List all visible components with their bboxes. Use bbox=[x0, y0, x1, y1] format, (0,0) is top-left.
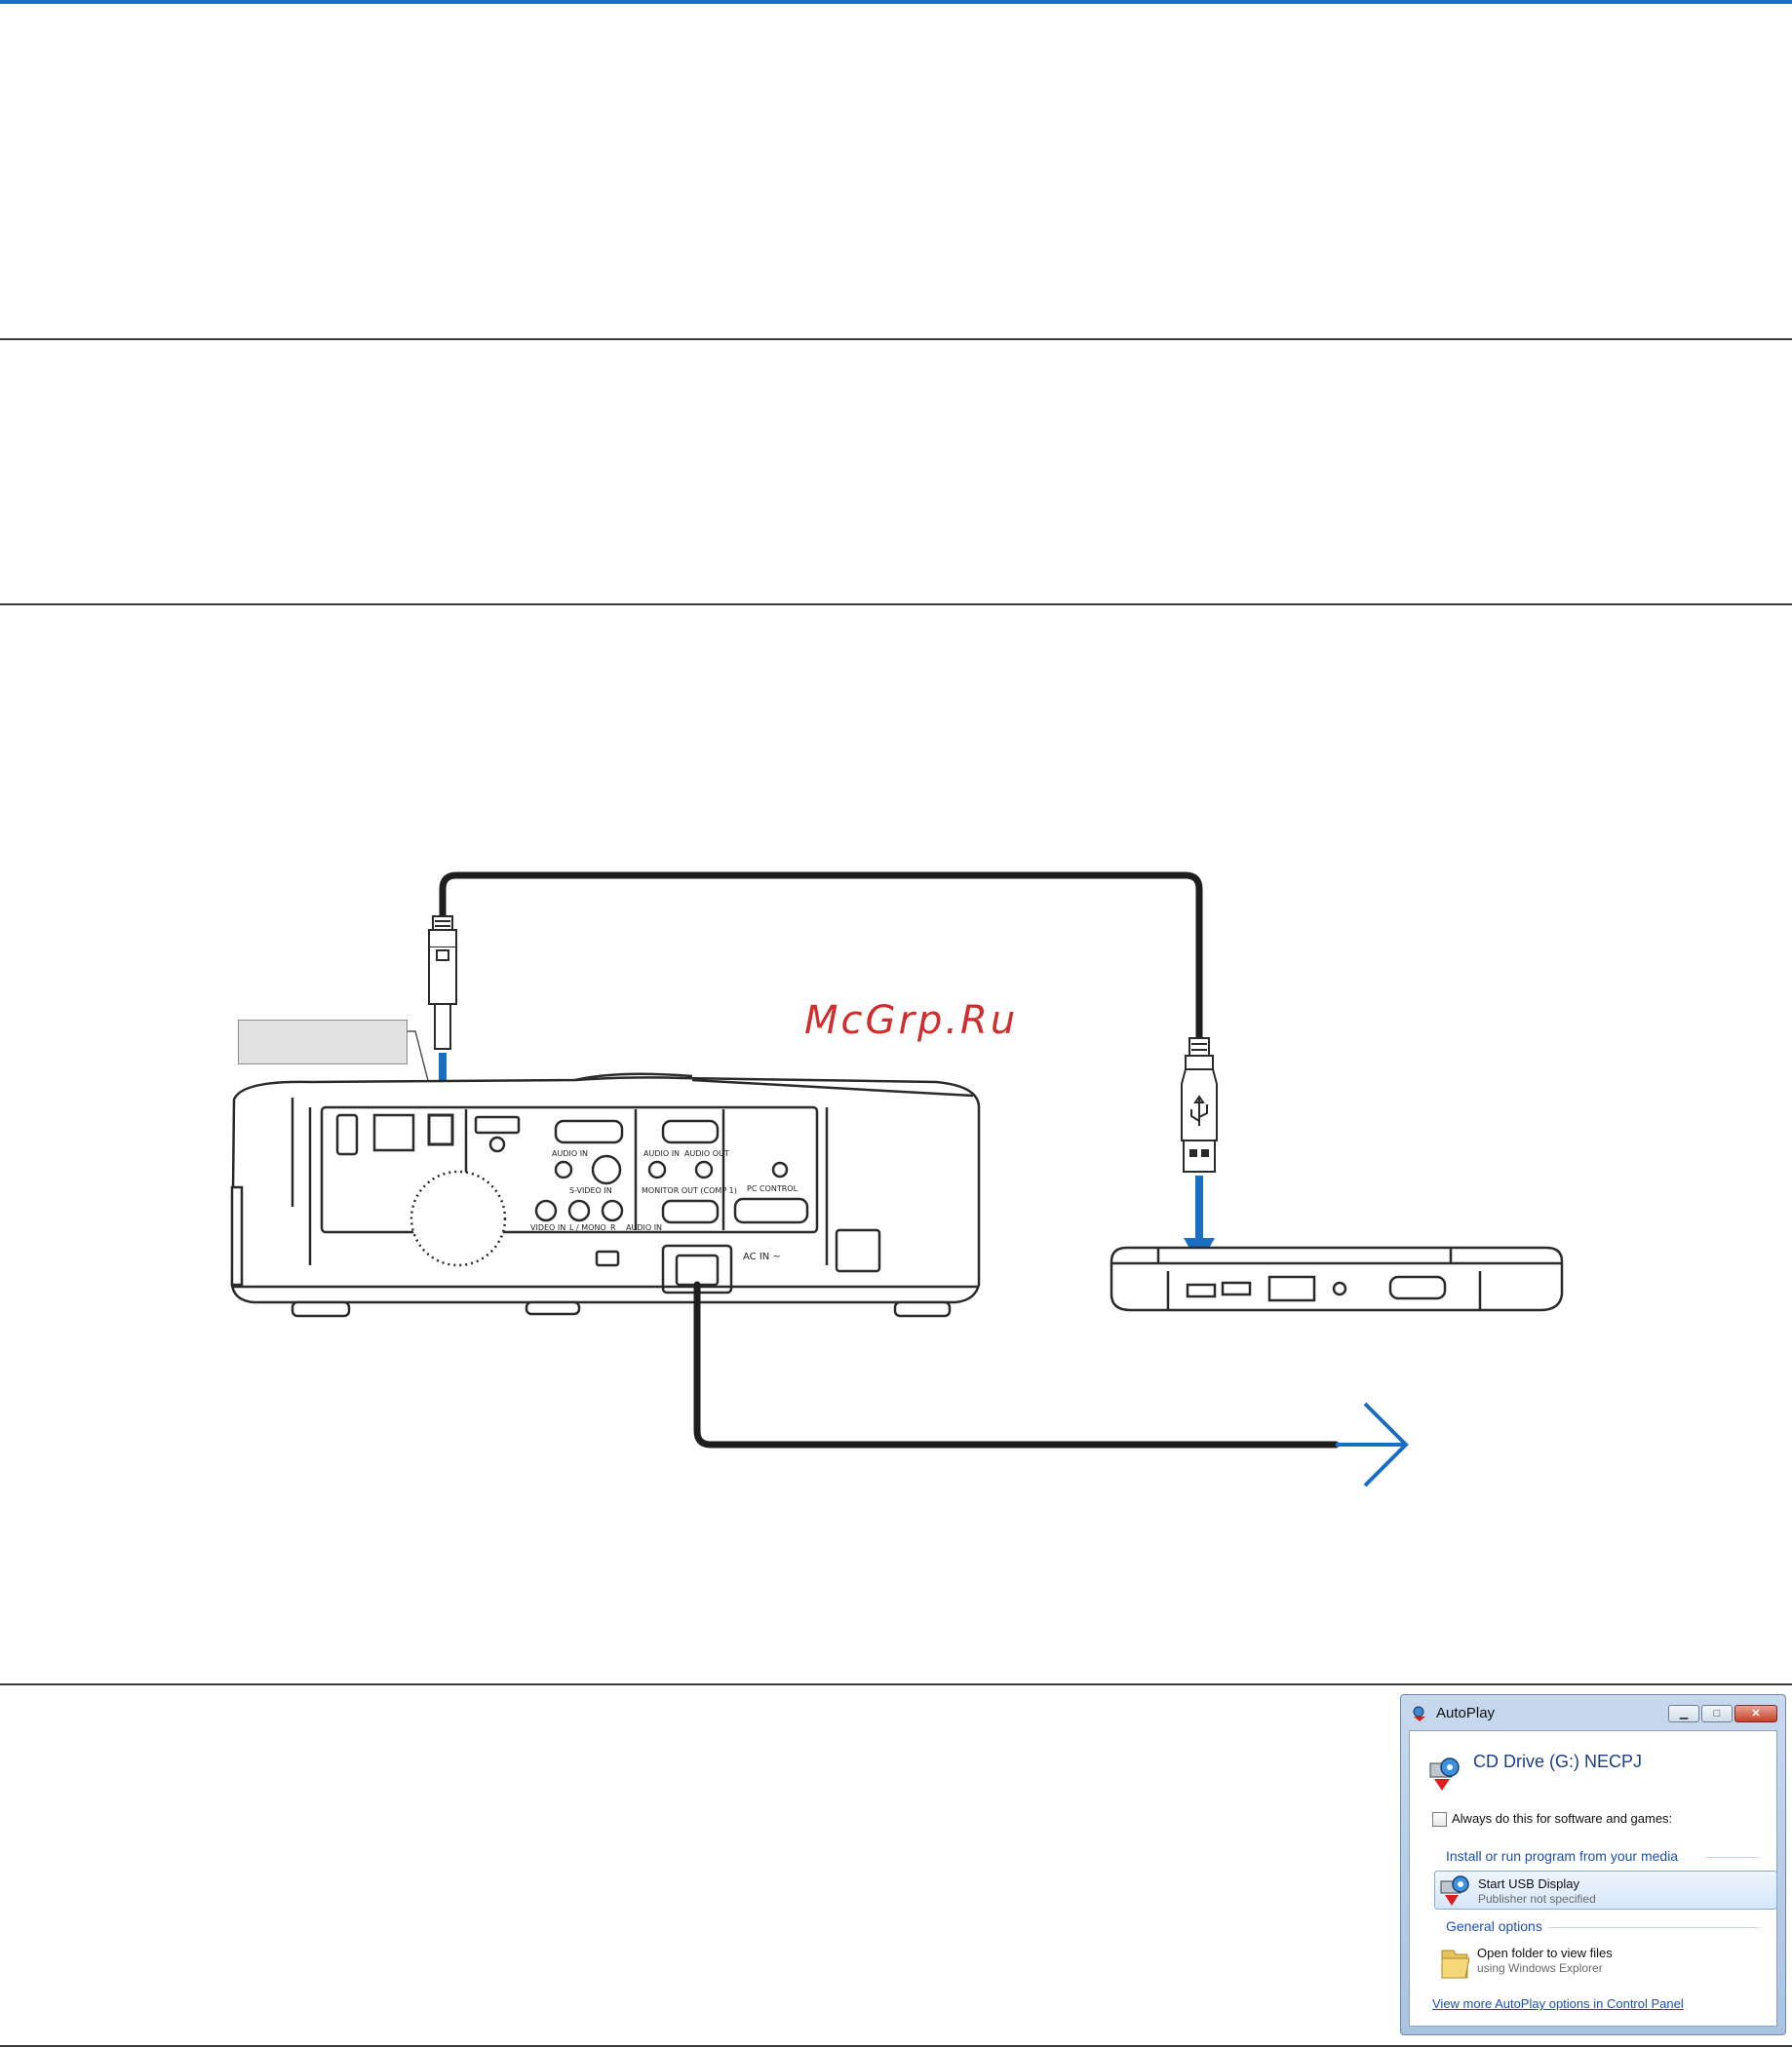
power-cable bbox=[693, 1281, 1340, 1449]
minimize-button[interactable]: ▁ bbox=[1668, 1705, 1699, 1722]
laptop bbox=[1110, 1246, 1564, 1312]
port-label: AUDIO IN bbox=[643, 1149, 680, 1158]
port-label: AUDIO IN bbox=[552, 1149, 588, 1158]
port-label: AUDIO OUT bbox=[684, 1149, 729, 1158]
option-subtitle: using Windows Explorer bbox=[1477, 1961, 1603, 1975]
option-subtitle: Publisher not specified bbox=[1478, 1892, 1596, 1906]
section-divider-4 bbox=[0, 2045, 1792, 2047]
projector bbox=[230, 1072, 981, 1318]
always-do-this-label: Always do this for software and games: bbox=[1452, 1811, 1673, 1826]
always-do-this-checkbox[interactable] bbox=[1432, 1812, 1447, 1827]
section-divider-1 bbox=[0, 338, 1792, 340]
section-line bbox=[1547, 1927, 1760, 1928]
option-title: Start USB Display bbox=[1478, 1876, 1580, 1891]
start-usb-display-option[interactable]: Start USB Display Publisher not specifie… bbox=[1434, 1871, 1777, 1910]
section-line bbox=[1705, 1857, 1760, 1858]
autoplay-icon bbox=[1413, 1706, 1425, 1721]
open-folder-option[interactable]: Open folder to view files using Windows … bbox=[1434, 1941, 1777, 1980]
section-install-heading: Install or run program from your media bbox=[1446, 1848, 1679, 1864]
port-label: L / MONO bbox=[569, 1223, 606, 1232]
top-accent-bar bbox=[0, 0, 1792, 4]
to-wall-outlet-arrow bbox=[1363, 1402, 1409, 1488]
section-divider-2 bbox=[0, 603, 1792, 605]
autoplay-dialog[interactable]: AutoPlay ▁ □ ✕ CD Drive (G:) NECPJ Alway… bbox=[1400, 1694, 1786, 2035]
usb-display-icon bbox=[1440, 1875, 1469, 1906]
port-label: S-VIDEO IN bbox=[569, 1186, 612, 1195]
section-divider-3 bbox=[0, 1683, 1792, 1685]
port-label: R bbox=[610, 1223, 616, 1232]
usb-cable bbox=[439, 871, 1203, 1042]
port-label: PC CONTROL bbox=[747, 1184, 799, 1193]
dialog-title: AutoPlay bbox=[1436, 1705, 1496, 1721]
port-label: AUDIO IN bbox=[626, 1223, 662, 1232]
drive-title: CD Drive (G:) NECPJ bbox=[1473, 1752, 1643, 1771]
usb-a-plug bbox=[1181, 1037, 1218, 1173]
usb-b-plug bbox=[428, 915, 457, 1050]
maximize-button[interactable]: □ bbox=[1701, 1705, 1733, 1722]
close-button[interactable]: ✕ bbox=[1734, 1705, 1777, 1722]
port-label: AC IN ~ bbox=[743, 1252, 781, 1262]
port-label: VIDEO IN bbox=[530, 1223, 565, 1232]
projector-port-labels: AUDIO IN AUDIO IN AUDIO OUT S-VIDEO IN M… bbox=[530, 1149, 799, 1262]
option-title: Open folder to view files bbox=[1477, 1946, 1613, 1960]
folder-icon bbox=[1441, 1950, 1470, 1979]
drive-autoplay-icon bbox=[1429, 1758, 1460, 1791]
port-callout-label-box bbox=[238, 1020, 408, 1064]
watermark: McGrp.Ru bbox=[804, 998, 1019, 1043]
more-autoplay-options-link[interactable]: View more AutoPlay options in Control Pa… bbox=[1432, 1996, 1684, 2011]
port-label: MONITOR OUT (COMP 1) bbox=[642, 1186, 737, 1195]
dialog-titlebar[interactable]: AutoPlay ▁ □ ✕ bbox=[1401, 1695, 1785, 1730]
section-general-heading: General options bbox=[1446, 1918, 1542, 1934]
